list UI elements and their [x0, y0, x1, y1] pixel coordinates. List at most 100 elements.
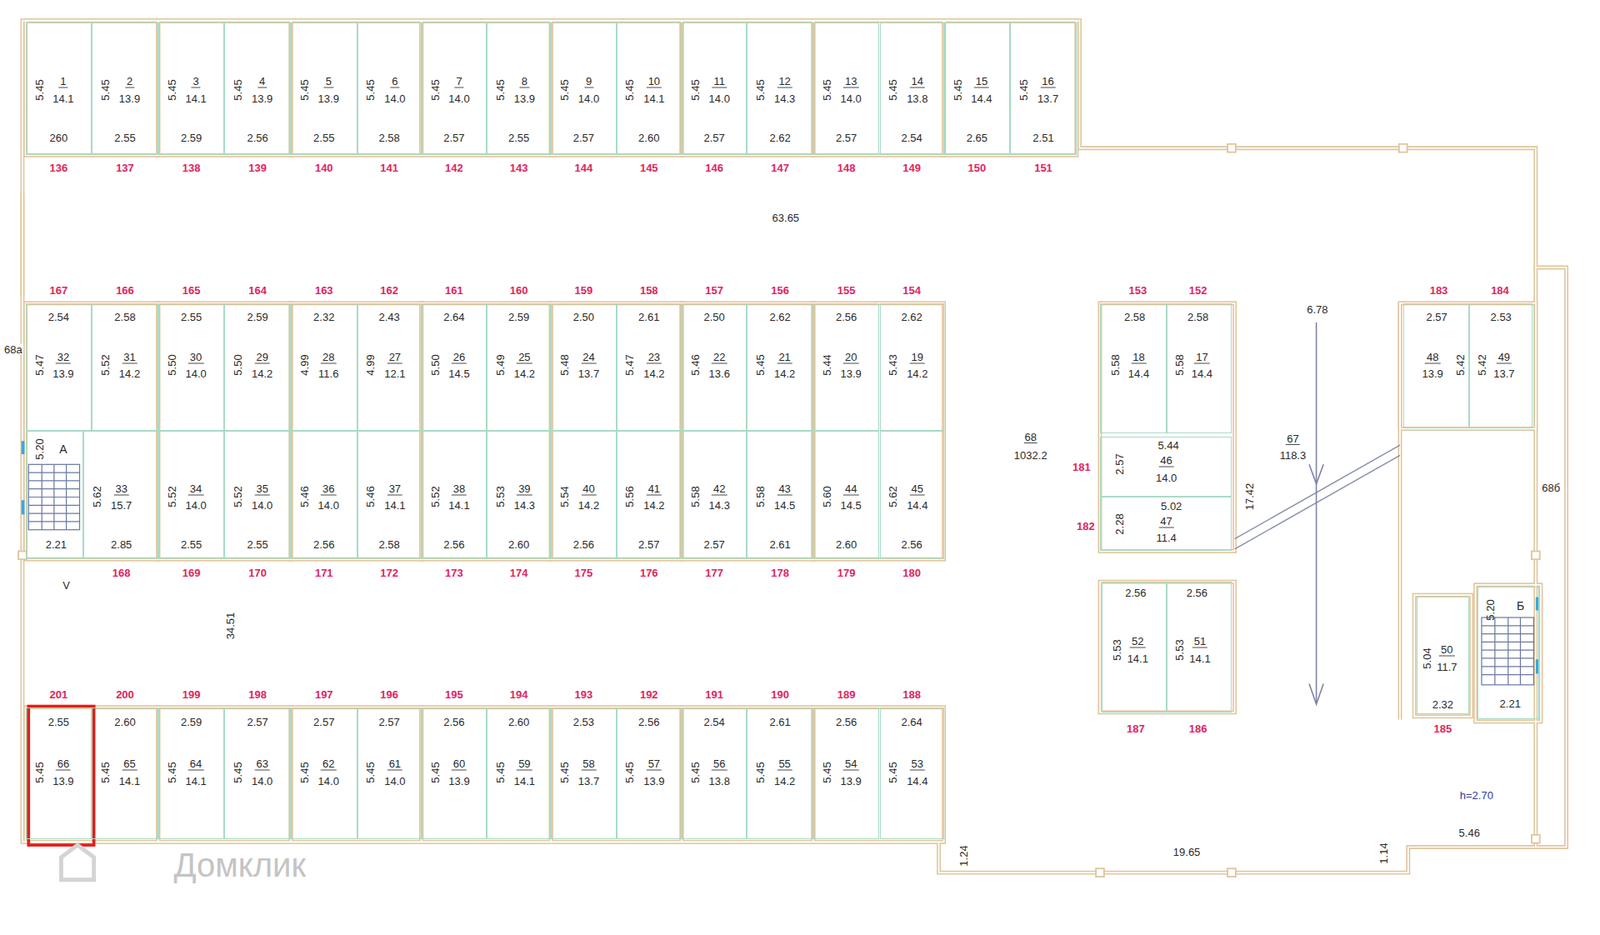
ramp-line [1235, 455, 1400, 550]
outer-wall [22, 20, 1567, 873]
storage-cell: 4.992811.62.32163 [290, 303, 358, 431]
width-dim: 2.55 [180, 310, 202, 322]
storage-cell: 5.451613.72.51151 [1010, 22, 1077, 155]
room-number: 68 [1024, 431, 1038, 444]
area-value: 13.7 [1037, 92, 1059, 104]
cell-number: 8 [520, 75, 530, 88]
storage-cell: 5.604414.52.60179 [813, 430, 880, 560]
storage-cell: 5.456514.12.60200 [91, 707, 159, 840]
width-dim: 2.56 [443, 538, 465, 550]
storage-cell: 5.451214.32.62147 [746, 22, 814, 155]
storage-cell: 5.451314.02.57148 [813, 22, 880, 155]
lot-number: 151 [1034, 161, 1053, 173]
area-value: 14.0 [578, 92, 600, 104]
wall-block [813, 303, 945, 560]
length-dim: 5.45 [100, 79, 111, 100]
door-markers [18, 144, 1540, 877]
cell-number: 21 [776, 350, 792, 364]
storage-cell: 5.502614.52.64161 [421, 303, 487, 431]
watermark-logo [60, 845, 94, 880]
cell-number: 15 [974, 75, 990, 88]
storage-cell: 5.456114.02.57196 [357, 707, 422, 840]
door-marker [1399, 144, 1408, 153]
length-dim: 4.99 [365, 355, 376, 376]
lot-number: 185 [1434, 723, 1453, 735]
width-dim: 2.58 [378, 132, 400, 144]
area-value: 14.1 [1127, 652, 1149, 664]
arrow-head [1309, 684, 1324, 705]
stair-b-symbol [1481, 617, 1534, 685]
width-dim: 2.64 [443, 310, 465, 322]
width-dim: 2.50 [573, 310, 595, 322]
area-value: 13.7 [1493, 368, 1515, 380]
cell-number: 45 [910, 482, 925, 495]
area-value: 13.9 [643, 775, 665, 786]
lot-number: 161 [445, 284, 464, 295]
area-value: 14.2 [643, 500, 665, 511]
area-value: 14.2 [774, 775, 795, 786]
width-dim: 2.60 [835, 538, 857, 550]
cell-number: 31 [121, 350, 137, 364]
width-dim: 2.60 [508, 715, 530, 727]
length-dim: 5.58 [755, 486, 766, 508]
width-dim: 2.21 [1500, 697, 1521, 709]
length-dim: 5.45 [298, 761, 310, 783]
stair-steps [28, 464, 80, 530]
cell-number: 16 [1040, 75, 1055, 88]
storage-cell: 5.624514.42.56180 [880, 430, 945, 560]
area-value: 14.5 [840, 500, 862, 511]
wall-block [550, 707, 682, 843]
length-dim: 5.45 [33, 761, 45, 783]
lot-number: 175 [575, 566, 594, 578]
stair-marker [21, 440, 25, 455]
cell-number: 20 [843, 350, 859, 364]
wall-block [158, 303, 291, 560]
width-dim: 2.55 [508, 132, 530, 144]
cell-number: 25 [516, 350, 532, 364]
storage-cell: 5.452114.22.62156 [746, 303, 814, 431]
dimension: 17.42 [1243, 482, 1255, 512]
lot-number: 186 [1189, 723, 1208, 735]
lot-number: 172 [380, 566, 399, 578]
cell-number: 49 [1496, 350, 1512, 364]
wall-block [681, 20, 814, 156]
cell-number: 37 [387, 482, 403, 495]
area-value: 14.2 [251, 368, 273, 380]
lot-number: 179 [837, 566, 856, 578]
area-value: 13.7 [578, 368, 600, 380]
dimension: 63.65 [771, 211, 801, 223]
walls [22, 20, 1567, 873]
area-value: 14.2 [906, 368, 928, 380]
lot-number: 184 [1490, 284, 1510, 295]
cell-number: 43 [776, 482, 792, 495]
area-value: 14.0 [318, 500, 340, 511]
width-dim: 2.54 [900, 132, 922, 144]
wall-block [290, 303, 422, 560]
area-value: 11.6 [318, 368, 339, 380]
area-value: 14.0 [185, 368, 206, 380]
cell-number: 6 [390, 75, 400, 88]
width-dim: 2.59 [508, 310, 530, 322]
storage-cell: 5.431914.22.62154 [880, 303, 945, 431]
width-dim: 2.54 [48, 310, 70, 322]
cell-number: 22 [711, 350, 727, 364]
cell-number: 9 [584, 75, 594, 88]
storage-cell: 5.584214.32.57177 [681, 430, 747, 560]
storage-cell: 5.455314.42.64188 [880, 707, 945, 840]
width-dim: 2.56 [1186, 587, 1208, 599]
storage-cell: 5.045011.72.32185 [1416, 596, 1470, 715]
area-value: 14.4 [906, 775, 928, 786]
lot-number: 170 [248, 566, 267, 578]
width-dim: 2.55 [48, 715, 70, 727]
watermark: Домклик [173, 848, 307, 882]
cell-number: 13 [843, 75, 859, 88]
storage-cell: 5.451114.02.57146 [681, 22, 747, 155]
storage-cell: 5.462213.62.50157 [681, 303, 747, 431]
length-dim: 5.46 [365, 486, 376, 508]
stair-cell: 5.20Б2.21 [1477, 586, 1539, 720]
length-dim: 5.45 [689, 761, 700, 783]
wall-block [1100, 581, 1235, 713]
lot-number: 182 [1076, 520, 1095, 531]
lot-number: 157 [705, 284, 724, 295]
storage-cell: 5.45714.02.57142 [421, 22, 487, 155]
